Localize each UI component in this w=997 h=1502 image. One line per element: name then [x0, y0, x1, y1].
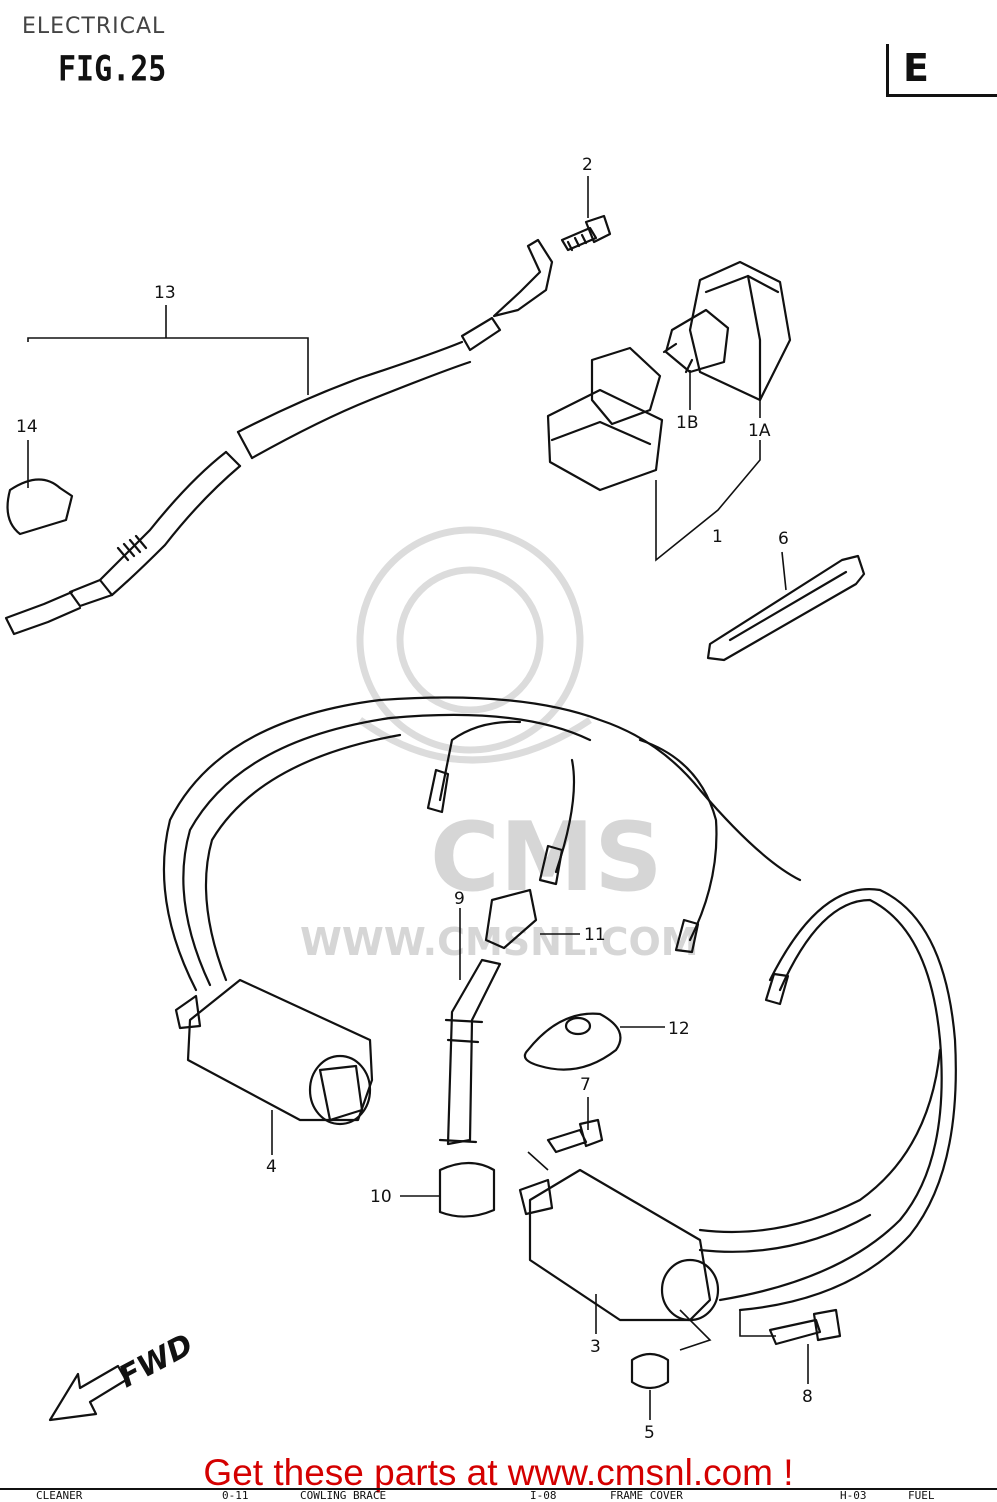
- lead-wire-part-13: [4, 238, 554, 636]
- terminal-cap-part-14: [6, 478, 74, 536]
- callout-1: 1: [712, 527, 723, 547]
- seal-part-12: [523, 1012, 622, 1071]
- section-tab-letter: E: [903, 46, 929, 90]
- ignition-coil-part-4: [174, 978, 374, 1126]
- collar-part-5: [630, 1352, 670, 1390]
- callout-8: 8: [802, 1387, 813, 1407]
- callout-1A: 1A: [748, 421, 771, 441]
- callout-6: 6: [778, 529, 789, 549]
- callout-10: 10: [370, 1187, 392, 1207]
- high-tension-cords: [162, 696, 957, 1312]
- promo-link[interactable]: Get these parts at www.cmsnl.com !: [203, 1452, 794, 1493]
- section-title: ELECTRICAL: [22, 14, 166, 39]
- connector-part-1B: [662, 308, 730, 374]
- footer-index: CLEANER 0-11 COWLING BRACE I-08 FRAME CO…: [0, 1488, 997, 1502]
- connector-part-1A: [688, 260, 792, 402]
- forward-arrow-icon: [48, 1364, 128, 1422]
- connector-part-1: [546, 346, 664, 492]
- bolt-part-2: [560, 214, 612, 252]
- callout-1B: 1B: [676, 413, 698, 433]
- figure-number: FIG.25: [58, 49, 167, 90]
- bolt-part-8: [768, 1308, 842, 1346]
- callout-2: 2: [582, 155, 593, 175]
- callout-4: 4: [266, 1157, 277, 1177]
- footer-item: COWLING BRACE: [300, 1489, 387, 1502]
- bracket-slot: [728, 570, 848, 642]
- callout-5: 5: [644, 1423, 655, 1443]
- watermark-brand: CMS: [430, 803, 663, 913]
- seal-hole: [564, 1016, 592, 1036]
- footer-item: 0-11: [222, 1489, 249, 1502]
- screw-part-7: [546, 1118, 604, 1154]
- footer-item: FRAME COVER: [610, 1489, 683, 1502]
- footer-item: I-08: [530, 1489, 557, 1502]
- footer-item: FUEL: [908, 1489, 935, 1502]
- callout-3: 3: [590, 1337, 601, 1357]
- plug-cap-part-9: [438, 958, 502, 1146]
- callout-9: 9: [454, 889, 465, 909]
- footer-item: CLEANER: [36, 1489, 83, 1502]
- callout-13: 13: [154, 283, 176, 303]
- plug-cap-part-11: [484, 888, 538, 950]
- footer-item: H-03: [840, 1489, 867, 1502]
- section-tab: E: [886, 44, 997, 97]
- fwd-label: FWD: [113, 1327, 199, 1395]
- callout-7: 7: [580, 1075, 591, 1095]
- leader-lines: [27, 176, 809, 1420]
- callout-11: 11: [584, 925, 606, 945]
- watermark-url: WWW.CMSNL.COM: [300, 920, 699, 964]
- cap-part-10: [438, 1161, 496, 1218]
- callout-14: 14: [16, 417, 38, 437]
- ignition-coil-part-3: [518, 1168, 720, 1322]
- callout-12: 12: [668, 1019, 690, 1039]
- bracket-part-6: [706, 554, 866, 662]
